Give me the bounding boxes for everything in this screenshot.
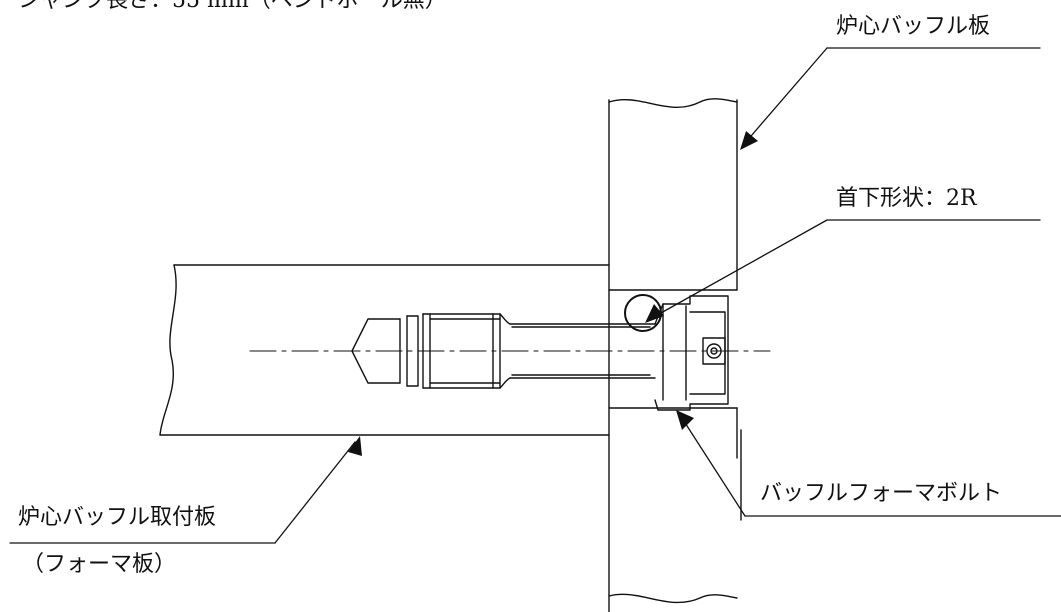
former-plate-label: （フォーマ板） [22, 552, 177, 577]
bolt-head-shape [654, 295, 729, 411]
shank-length-label: シャンク長さ：55 mm（ペンドボール無） [18, 0, 447, 13]
core-baffle-plate-shape [608, 98, 742, 612]
bolt-hole-outline [608, 289, 738, 409]
neck-shape-label: 首下形状：2R [836, 186, 977, 211]
arrow-heads [348, 131, 758, 456]
baffle-former-bolt-label: バッフルフォーマボルト [760, 481, 1003, 506]
former-plate-shape [159, 264, 610, 436]
core-baffle-mounting-plate-label: 炉心バッフル取付板 [18, 505, 217, 530]
leader-lines [9, 47, 1061, 544]
core-baffle-plate-label: 炉心バッフル板 [836, 14, 991, 39]
